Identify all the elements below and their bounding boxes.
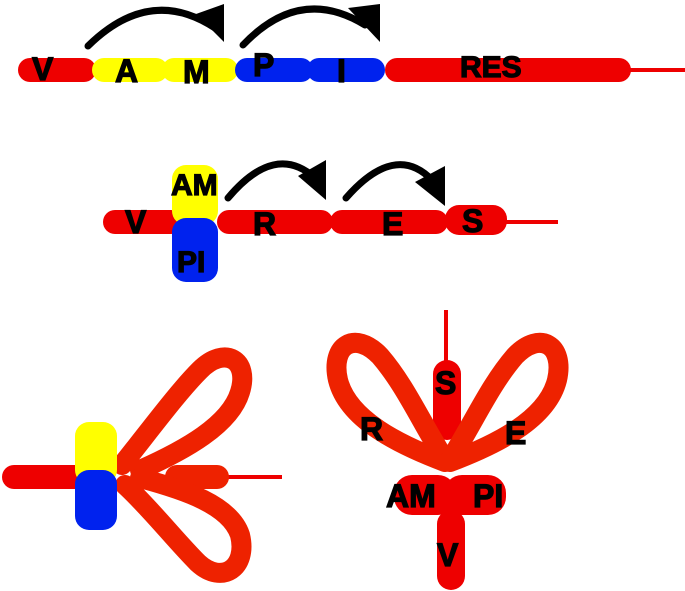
row3-left-loop-lower [115, 468, 252, 583]
row3-right-segment-s [433, 360, 461, 440]
row1-arrowhead-1 [196, 4, 224, 42]
row2-arrowhead-1 [298, 160, 326, 200]
row2-segment-e [330, 210, 448, 234]
row3-label-v: V [437, 537, 459, 573]
row3-label-s: S [435, 365, 456, 401]
row2-partial-fold: V AM PI R E S [103, 160, 558, 282]
row2-label-r: R [253, 206, 276, 242]
row1-segment-a [92, 58, 168, 82]
row1-segment-m [162, 58, 238, 82]
row2-label-e: E [382, 206, 403, 242]
row2-segment-v [103, 210, 183, 234]
row2-label-am: AM [171, 169, 218, 202]
row3-label-r: R [360, 411, 383, 447]
row1-label-m: M [183, 54, 210, 90]
row3-label-pi: PI [473, 478, 503, 514]
row2-arrow-1 [224, 160, 319, 202]
row3-right-folded: S R E AM PI V [326, 310, 569, 590]
row3-right-segment-pi [444, 475, 506, 515]
row2-stack-pi [172, 218, 218, 282]
row1-label-a: A [115, 53, 138, 89]
row3-label-am: AM [386, 478, 436, 514]
row1-segment-res [385, 58, 631, 82]
row1-label-v: V [32, 51, 54, 87]
row1-label-i: I [337, 53, 346, 89]
row1-segment-p [235, 58, 313, 82]
row1-arrowhead-2 [348, 4, 380, 42]
row2-arrowhead-2 [415, 166, 445, 206]
row1-segment-v [18, 58, 96, 82]
row3-right-loop-left [326, 332, 455, 472]
row1-label-res: RES [460, 51, 522, 84]
row3-left-stem [2, 465, 88, 489]
row2-label-s: S [462, 203, 483, 239]
row1-segment-i [307, 58, 385, 82]
row2-label-pi: PI [177, 246, 205, 279]
row3-left-stack-yellow [75, 422, 117, 484]
row3-right-segment-am [394, 475, 456, 515]
row2-stack-am [172, 165, 218, 225]
row3-left-loop-upper [112, 347, 253, 480]
row3-left-stack-blue [75, 470, 117, 530]
row2-label-v: V [125, 204, 147, 240]
row2-segment-r [217, 210, 333, 234]
row1-linear-chain: V A M P I RES [18, 4, 685, 91]
row3-label-e: E [505, 415, 526, 451]
row3-right-loop-right [440, 332, 569, 472]
row1-label-p: P [253, 47, 274, 83]
row1-arrow-1 [84, 6, 219, 50]
row2-arrow-2 [342, 161, 436, 202]
row3-right-segment-v [437, 510, 465, 590]
row1-arrow-2 [239, 5, 369, 49]
row3-left-folded [2, 347, 282, 583]
row2-segment-s [445, 205, 507, 235]
